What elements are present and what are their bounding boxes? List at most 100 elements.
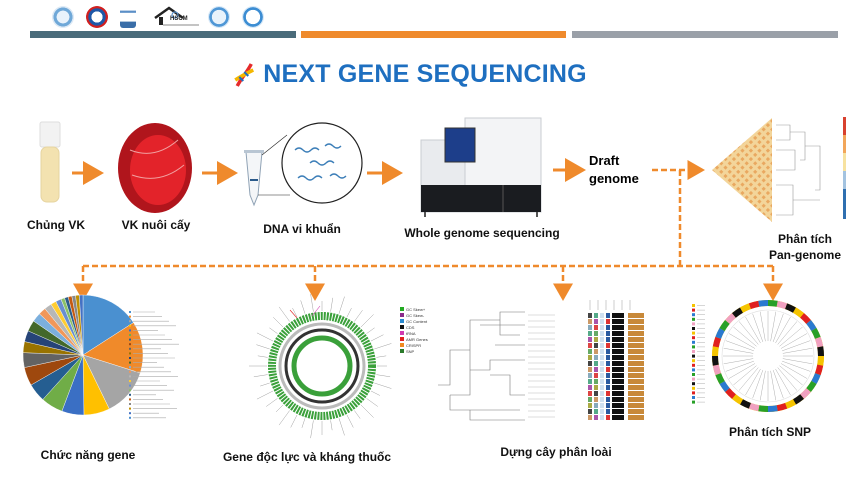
snp-legend-swatch (692, 382, 695, 386)
snp-ring-segment (725, 388, 736, 399)
genome-label-line (269, 327, 278, 334)
tree-bar-black (612, 379, 624, 384)
genome-legend-swatch (400, 331, 404, 335)
snp-branch (770, 370, 777, 401)
snp-ring-segment (776, 300, 788, 310)
snp-branch (759, 311, 766, 342)
page-title-text: NEXT GENE SEQUENCING (263, 60, 587, 88)
snp-ring-segment (800, 388, 811, 399)
dna-tube-magnified-image (244, 122, 363, 207)
circle-seal-logo-1 (208, 6, 230, 28)
snp-ring-segment (748, 402, 760, 412)
snp-branch (733, 326, 757, 347)
snp-branch (752, 370, 764, 399)
snp-ring-segment (806, 380, 817, 392)
pan-line2: Pan-genome (768, 248, 842, 262)
snp-branch (777, 367, 798, 391)
tree-metadata-cell (606, 397, 610, 402)
snp-ring-segment (814, 336, 824, 348)
tree-metadata-cell (588, 379, 592, 384)
snp-ring-segment (712, 355, 719, 366)
tree-metadata-cell (594, 325, 598, 330)
genome-legend-label: GC Content (406, 319, 428, 324)
genome-label-line (253, 374, 268, 377)
university-seal-logo (52, 6, 74, 28)
tree-metadata-cell (588, 385, 592, 390)
genome-label-line (273, 317, 284, 328)
tree-bar-brown (628, 361, 644, 366)
pie-legend (129, 311, 179, 419)
pan-genome-heatmap-image (712, 117, 846, 222)
genome-label-line (260, 382, 270, 387)
genome-line: genome (589, 171, 639, 186)
tree-bar-brown (628, 385, 644, 390)
tree-bar-brown (628, 319, 644, 324)
tree-metadata-cell (606, 391, 610, 396)
snp-ring-segment (715, 328, 725, 339)
genome-label-line (346, 414, 354, 428)
tree-metadata-cell (606, 331, 610, 336)
sequencer-machine-image (420, 117, 542, 217)
snp-branch (745, 316, 761, 344)
tree-bar-brown (628, 313, 644, 318)
circular-genome-map-image (249, 293, 392, 439)
step-label-dna-vi-khuan: DNA vi khuẩn (263, 222, 341, 236)
pie-legend-swatch (129, 389, 131, 392)
genome-label-line (290, 414, 298, 428)
tree-metadata-cell (588, 331, 592, 336)
pie-slice (82, 294, 134, 356)
genome-label-line (360, 314, 374, 328)
genome-label-line (376, 355, 387, 358)
snp-legend-swatch (692, 354, 695, 358)
tree-bar-black (612, 409, 624, 414)
snp-ring-segment (785, 303, 796, 313)
tree-metadata-cell (594, 373, 598, 378)
snp-ring-segment (785, 399, 796, 409)
tree-metadata-cell (606, 319, 610, 324)
snp-ring-segment (814, 364, 824, 376)
snp-legend-swatch (692, 391, 695, 395)
genome-label-line (256, 390, 274, 400)
snp-ring-segment (811, 373, 821, 384)
snp-ring-segment (740, 399, 751, 409)
snp-ring-segment (719, 320, 730, 332)
genome-legend-label: CRISPR (406, 343, 421, 348)
pie-legend-swatch (129, 338, 131, 341)
pan-line1: Phân tích (777, 232, 833, 246)
snp-legend-swatch (692, 350, 695, 353)
genome-label-line (374, 382, 392, 389)
tree-metadata-cell (600, 361, 604, 366)
snp-branch (725, 360, 754, 372)
tree-bar-black (612, 391, 624, 396)
tree-bar-black (612, 415, 624, 420)
tree-metadata-cell (600, 367, 604, 372)
tree-bar-brown (628, 403, 644, 408)
tree-metadata-cell (606, 313, 610, 318)
snp-legend-swatch (692, 336, 695, 340)
tree-bar-brown (628, 325, 644, 330)
genome-label-line (376, 374, 391, 377)
tree-metadata-cell (594, 379, 598, 384)
tree-metadata-cell (594, 313, 598, 318)
snp-ring-segment (811, 328, 821, 339)
analysis-label-cay-phan-loai: Dựng cây phân loài (500, 445, 612, 459)
tree-bar-brown (628, 355, 644, 360)
tree-metadata-cell (600, 337, 604, 342)
genome-label-line (310, 420, 314, 439)
snp-branch (723, 347, 754, 354)
snp-ring-segment (748, 300, 760, 310)
tree-bar-brown (628, 397, 644, 402)
snp-branch (759, 370, 766, 401)
snp-branch (780, 363, 808, 379)
snp-circular-tree-image (692, 300, 824, 412)
genome-legend-swatch (400, 349, 404, 353)
tree-metadata-cell (588, 415, 592, 420)
genome-label-line (374, 343, 392, 350)
dna-icon (234, 62, 255, 87)
snp-branch (738, 321, 759, 345)
tree-metadata-cell (594, 391, 598, 396)
header-bar-slate (30, 31, 296, 38)
snp-legend-swatch (692, 368, 695, 372)
snp-legend-swatch (692, 317, 695, 321)
tree-bar-brown (628, 349, 644, 354)
